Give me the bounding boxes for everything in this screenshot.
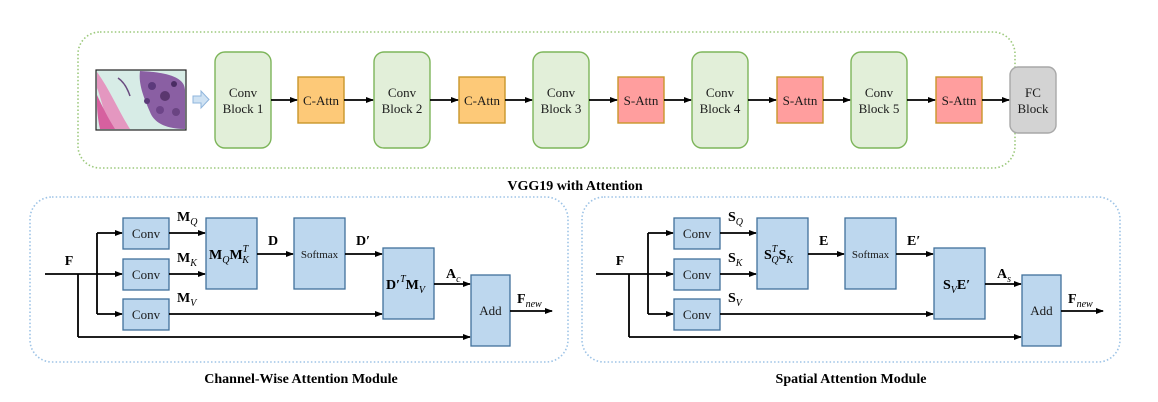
vgg19-caption: VGG19 with Attention	[507, 179, 643, 194]
block-sattn2-label: S-Attn	[783, 93, 818, 108]
channel-q-label: MQ	[177, 210, 198, 228]
input-arrow-icon	[192, 89, 210, 110]
channel-output-label: Fnew	[517, 292, 542, 310]
channel-softmax-box	[293, 217, 346, 290]
block-conv2-label-2: Block 2	[382, 101, 423, 116]
channel-conv-v-label: Conv	[132, 307, 161, 322]
channel-k-label: MK	[177, 251, 198, 269]
block-conv5-label-2: Block 5	[859, 101, 900, 116]
channel-add-label: Add	[479, 303, 502, 318]
spatial-add-box	[1021, 274, 1062, 347]
block-conv3-label-2: Block 3	[541, 101, 582, 116]
block-sattn2: S-Attn	[776, 76, 824, 124]
block-sattn3-label: S-Attn	[942, 93, 977, 108]
spatial-k-label: SK	[728, 251, 744, 269]
block-cattn1-label: C-Attn	[303, 93, 340, 108]
block-cattn2: C-Attn	[458, 76, 506, 124]
block-conv4-label-1: Conv	[706, 85, 735, 100]
block-cattn1: C-Attn	[297, 76, 345, 124]
input-histology-image	[95, 69, 187, 131]
spatial-attn-out-label: As	[997, 267, 1011, 285]
channel-add-box	[470, 274, 511, 347]
spatial-value-product-label: SVE′	[943, 278, 970, 296]
block-sattn1-label: S-Attn	[624, 93, 659, 108]
spatial-conv-k-box	[673, 258, 721, 291]
channel-product-out-label: D	[268, 234, 278, 249]
block-fc-label-1: FC	[1025, 85, 1041, 100]
block-sattn3: S-Attn	[935, 76, 983, 124]
channel-conv-q-box	[122, 217, 170, 250]
channel-softmax-out-label: D′	[356, 234, 370, 249]
block-cattn2-label: C-Attn	[464, 93, 501, 108]
spatial-v-label: SV	[728, 291, 744, 309]
block-conv1-label-2: Block 1	[223, 101, 264, 116]
channel-panel-border	[29, 196, 569, 363]
channel-input-label: F	[65, 254, 74, 269]
spatial-conv-q-label: Conv	[683, 226, 712, 241]
spatial-softmax-out-label: E′	[907, 234, 920, 249]
block-conv3-label-1: Conv	[547, 85, 576, 100]
channel-value-product-box	[382, 247, 435, 320]
block-conv1-label-1: Conv	[229, 85, 258, 100]
block-sattn1: S-Attn	[617, 76, 665, 124]
channel-conv-k-label: Conv	[132, 267, 161, 282]
channel-conv-k-box	[122, 258, 170, 291]
spatial-softmax-label: Softmax	[852, 249, 890, 261]
channel-module-caption: Channel-Wise Attention Module	[204, 372, 397, 387]
spatial-value-product-box	[933, 247, 986, 320]
channel-softmax-label: Softmax	[301, 249, 339, 261]
block-conv5-label-1: Conv	[865, 85, 894, 100]
spatial-product-out-label: E	[819, 234, 828, 249]
spatial-input-label: F	[616, 254, 625, 269]
channel-value-product-label: D′TMV	[386, 274, 427, 296]
block-sattn3-box	[935, 76, 983, 124]
block-sattn1-box	[617, 76, 665, 124]
spatial-conv-v-label: Conv	[683, 307, 712, 322]
block-conv2-label-1: Conv	[388, 85, 417, 100]
spatial-q-label: SQ	[728, 210, 744, 228]
spatial-conv-k-label: Conv	[683, 267, 712, 282]
block-conv2-box	[373, 51, 431, 149]
block-conv5-box	[850, 51, 908, 149]
spatial-softmax-box	[844, 217, 897, 290]
channel-conv-q-label: Conv	[132, 226, 161, 241]
block-cattn1-box	[297, 76, 345, 124]
spatial-panel-border	[581, 196, 1121, 363]
spatial-conv-q-box	[673, 217, 721, 250]
block-fc-label-2: Block	[1017, 101, 1049, 116]
spatial-output-label: Fnew	[1068, 292, 1093, 310]
block-conv3-box	[532, 51, 590, 149]
channel-v-label: MV	[177, 291, 198, 309]
block-sattn2-box	[776, 76, 824, 124]
block-conv1-box	[214, 51, 272, 149]
spatial-add-label: Add	[1030, 303, 1053, 318]
spatial-module-caption: Spatial Attention Module	[776, 372, 927, 387]
block-conv4-label-2: Block 4	[700, 101, 741, 116]
block-fc-box	[1009, 66, 1057, 134]
channel-attn-out-label: Ac	[446, 267, 461, 285]
channel-conv-v-box	[122, 298, 170, 331]
block-conv4-box	[691, 51, 749, 149]
